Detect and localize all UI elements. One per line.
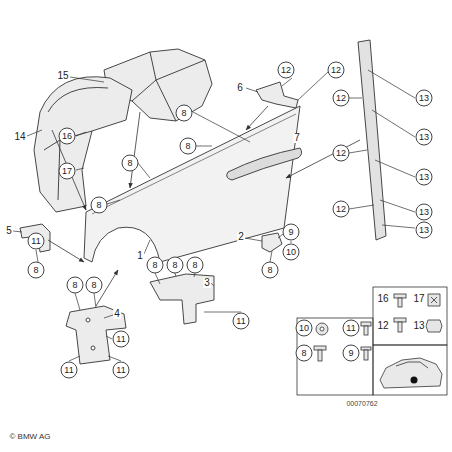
callout-number: 8 (176, 105, 193, 122)
bracket (150, 274, 214, 324)
callout-number: 8 (91, 197, 108, 214)
callout-number: 8 (296, 345, 313, 362)
part-number: 1 (136, 251, 144, 261)
part-number: 7 (293, 133, 301, 143)
part-number: 5 (5, 226, 13, 236)
part-number: 12 (376, 321, 389, 331)
callout-number: 13 (416, 169, 433, 186)
callout-number: 11 (233, 313, 250, 330)
fastener-legend (297, 287, 447, 395)
part-number: 3 (203, 278, 211, 288)
callout-number: 8 (187, 257, 204, 274)
callout-number: 8 (67, 277, 84, 294)
assembly-arrows (48, 106, 360, 306)
callout-number: 11 (113, 331, 130, 348)
watermark: © BMW AG (9, 433, 50, 441)
fender-panel (84, 106, 300, 262)
callout-number: 13 (416, 204, 433, 221)
callout-number: 13 (416, 129, 433, 146)
callout-number: 8 (167, 257, 184, 274)
leader-lines (13, 70, 415, 361)
callout-number: 12 (328, 62, 345, 79)
callout-number: 8 (86, 277, 103, 294)
callout-number: 12 (278, 62, 295, 79)
part-number: 17 (412, 294, 425, 304)
part-number: 15 (56, 71, 69, 81)
bracket (262, 233, 282, 252)
bracket (20, 224, 50, 252)
part-number: 4 (113, 309, 121, 319)
part-number: 14 (13, 132, 26, 142)
bracket (256, 82, 298, 108)
part-number: 16 (376, 294, 389, 304)
sealing-strip (358, 40, 386, 240)
part-number: 6 (236, 83, 244, 93)
diagram-number: 00070762 (346, 400, 377, 407)
part-number: 2 (237, 232, 245, 242)
callout-number: 8 (262, 262, 279, 279)
wheel-arch-liner (34, 77, 132, 212)
fastener-icons (314, 294, 442, 388)
callout-number: 11 (28, 233, 45, 250)
callout-number: 13 (416, 222, 433, 239)
callout-number: 11 (61, 362, 78, 379)
callout-number: 8 (28, 262, 45, 279)
callout-number: 12 (333, 90, 350, 107)
callout-number: 12 (333, 145, 350, 162)
callout-number: 8 (122, 155, 139, 172)
callout-number: 12 (333, 201, 350, 218)
callout-number: 10 (296, 320, 313, 337)
callout-number: 16 (59, 128, 76, 145)
location-dot (411, 377, 418, 384)
callout-number: 11 (343, 320, 360, 337)
callout-number: 9 (283, 224, 300, 241)
side-marker-slot (227, 148, 302, 180)
callout-number: 10 (283, 244, 300, 261)
callout-number: 9 (343, 345, 360, 362)
part-number: 13 (412, 321, 425, 331)
callout-number: 8 (147, 257, 164, 274)
callout-number: 13 (416, 90, 433, 107)
callout-number: 17 (59, 163, 76, 180)
callout-number: 8 (180, 138, 197, 155)
callout-number: 11 (113, 362, 130, 379)
